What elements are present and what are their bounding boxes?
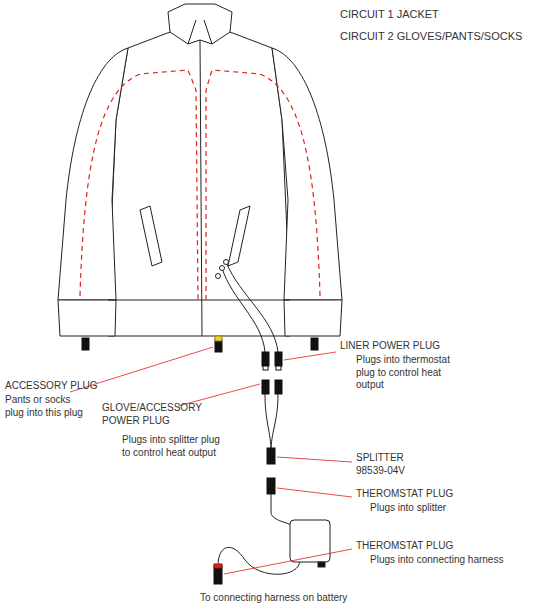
splitter-wire [265,394,278,448]
part-name: SPLITTER [356,452,404,465]
heating-element-right [206,70,320,300]
left-cuff [58,300,116,336]
right-cuff [284,300,342,336]
part-name: GLOVE/ACCESSORY POWER PLUG [102,402,202,427]
liner-power-plug [262,352,269,366]
part-name: THEROMSTAT PLUG [356,540,453,553]
jacket-collar [168,4,232,44]
footnote: To connecting harness on battery [200,592,347,605]
harness-wire [218,547,300,574]
leader-line [224,549,352,574]
hem-band [108,300,290,301]
accessory-plug-tip [215,336,222,341]
liner-plug-tip [263,366,268,370]
jacket-body [108,32,290,336]
thermostat-knob [318,562,325,567]
circuit-note: CIRCUIT 2 GLOVES/PANTS/SOCKS [340,30,522,43]
leader-line [284,352,336,360]
glove-wire [226,262,278,352]
harness-plug-band [214,564,222,568]
part-name: LINER POWER PLUG [340,340,440,353]
zipper [200,40,202,336]
right-sleeve-plug [311,338,318,350]
left-sleeve [58,48,128,300]
wire-exit [216,274,221,279]
part-name: THEROMSTAT PLUG [356,488,453,501]
part-note: Plugs into thermostat plug to control he… [356,354,468,392]
left-pocket [140,206,162,266]
glove-plug-tip [276,366,281,370]
glove-power-plug [275,352,282,366]
part-number: 98539-04V [356,465,405,478]
collar-fold [188,20,212,44]
heating-element-left [80,70,198,300]
wire-exit [220,266,225,271]
circuit-note: CIRCUIT 1 JACKET [340,8,439,21]
right-sleeve [272,48,342,300]
splitter-body [267,448,275,464]
thermostat-box [290,520,330,562]
part-note: Plugs into connecting harness [370,554,503,567]
part-name: ACCESSORY PLUG [5,380,97,393]
right-pocket [228,206,250,266]
splitter-plug [275,380,282,394]
part-note: Plugs into splitter plug to control heat… [122,434,222,459]
wire-exit [224,260,229,265]
leader-line [277,457,352,462]
left-sleeve-plug [82,338,89,350]
part-note: Plugs into splitter [370,502,446,515]
harness-plug [214,566,222,584]
splitter-plug [262,380,269,394]
part-note: Pants or socks plug into this plug [5,394,83,419]
leader-line [277,488,352,497]
accessory-plug [215,340,222,352]
thermostat-plug [267,478,275,494]
